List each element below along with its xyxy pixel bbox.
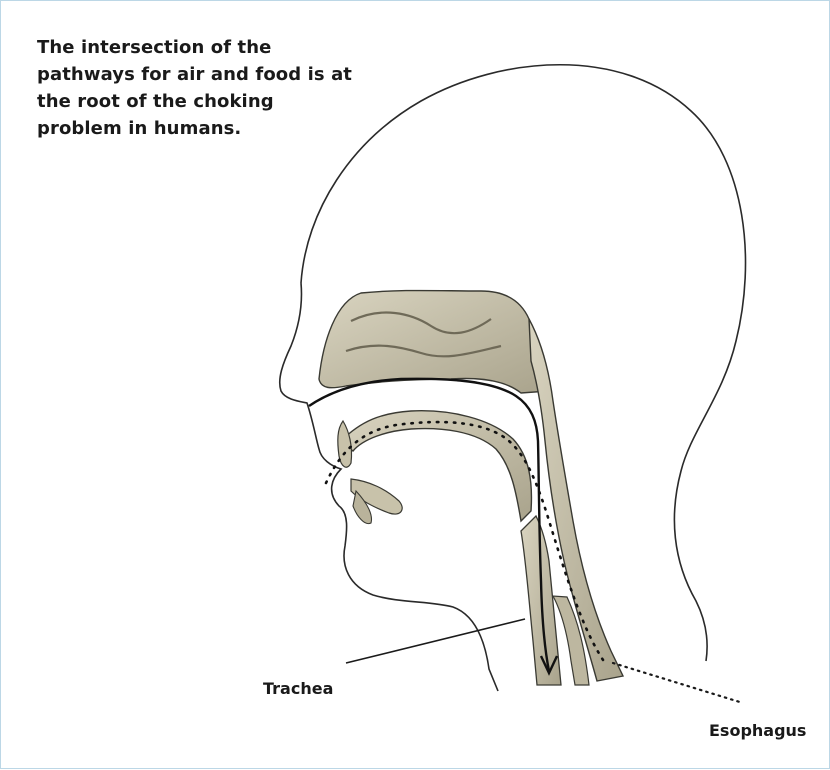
nasal-cavity	[319, 291, 549, 394]
esophagus-leader-line	[613, 663, 743, 703]
esophagus-label: Esophagus	[709, 721, 806, 740]
trachea-leader-line	[346, 619, 525, 663]
trachea-label: Trachea	[263, 679, 333, 698]
